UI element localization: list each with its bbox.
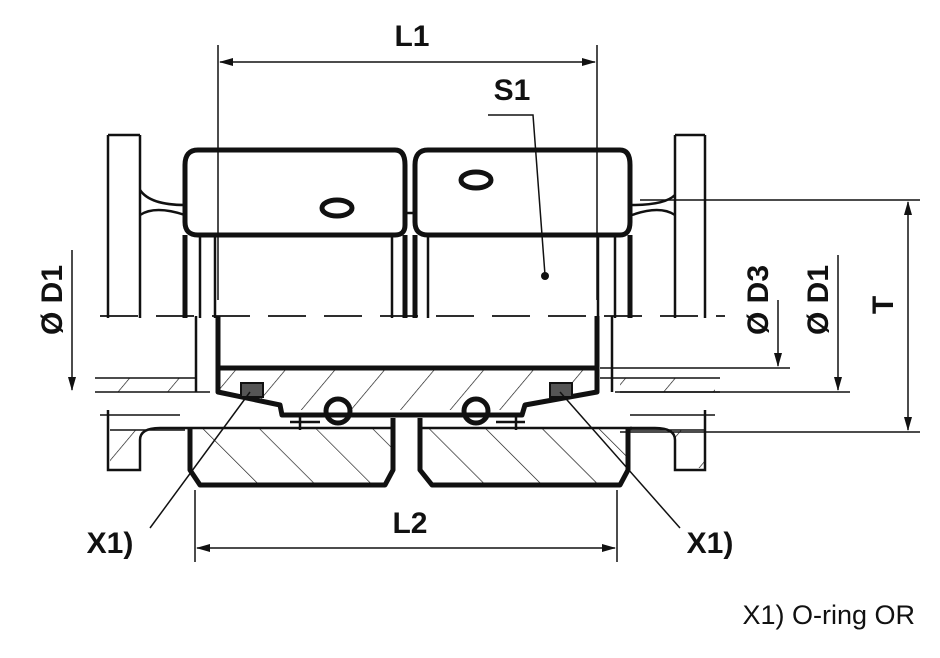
label-x1-right: X1)	[687, 527, 734, 560]
body-section	[194, 316, 614, 430]
left-hex-nut	[182, 147, 408, 318]
label-d1-right: Ø D1	[802, 265, 835, 335]
label-l1: L1	[394, 20, 429, 53]
label-l2: L2	[392, 507, 427, 540]
right-pipe	[600, 133, 720, 472]
footnote: X1) O-ring OR	[742, 600, 915, 630]
dimension-t: T	[620, 199, 920, 433]
label-d1-left: Ø D1	[36, 265, 69, 335]
dimension-d3: Ø D3	[600, 265, 790, 369]
dimension-d1-left: Ø D1	[36, 250, 76, 391]
dimension-l1: L1	[217, 20, 598, 300]
callout-x1-left: X1)	[87, 391, 251, 560]
label-t: T	[867, 296, 900, 314]
label-d3: Ø D3	[742, 265, 775, 335]
right-hex-nut	[412, 147, 633, 318]
callout-x1-right: X1)	[559, 391, 734, 560]
label-s1: S1	[494, 74, 531, 107]
dimension-l2: L2	[194, 490, 618, 562]
dimension-d1-right: Ø D1	[620, 255, 850, 393]
label-x1-left: X1)	[87, 527, 134, 560]
left-pipe	[95, 133, 210, 472]
nut-sections	[185, 418, 632, 488]
dimension-s1: S1	[488, 74, 549, 280]
